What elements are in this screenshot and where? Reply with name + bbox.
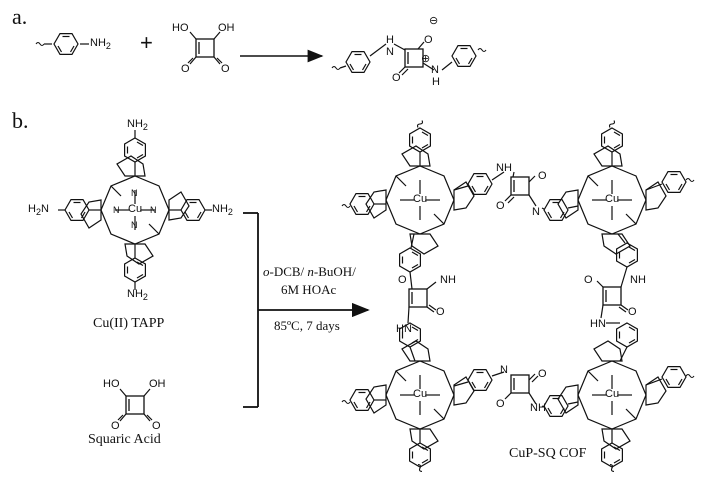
- cu-tapp-structure: [58, 130, 212, 290]
- cof-cu-bottom-left: Cu: [413, 388, 428, 400]
- cof-bottom-n: N: [500, 364, 508, 376]
- tapp-nh2-top: NH2: [127, 118, 148, 133]
- condition-solvents: o-DCB/ n-BuOH/: [263, 264, 356, 279]
- cof-caption: CuP-SQ COF: [509, 446, 587, 461]
- panel-a-product-h: H: [386, 34, 394, 46]
- cof-right-o: O: [584, 274, 593, 286]
- tapp-cu-center: Cu: [128, 203, 143, 215]
- panel-a-o-right: O: [221, 63, 230, 75]
- cof-left-nh: NH: [440, 274, 456, 286]
- condition-acid: 6M HOAc: [281, 282, 337, 297]
- panel-a-product-n-bottom: N: [431, 64, 439, 76]
- panel-a-o-left: O: [181, 63, 190, 75]
- tapp-n-bottom: N: [131, 220, 138, 230]
- tapp-n-top: N: [131, 188, 138, 198]
- tapp-nh2-right: NH2: [212, 203, 233, 218]
- tapp-h2n-left: H2N: [28, 203, 49, 218]
- cof-top-nh: NH: [496, 162, 512, 174]
- squaric-acid-structure: [117, 388, 153, 422]
- cof-left-hn: HN: [396, 323, 412, 335]
- panel-a-product-o-top: O: [424, 34, 433, 46]
- panel-a-oh: OH: [218, 22, 235, 34]
- panel-a-ho: HO: [172, 22, 189, 34]
- cof-left-o: O: [436, 306, 445, 318]
- condition-temperature-time: 85ºC, 7 days: [274, 318, 340, 333]
- cof-top-n-plus: N: [532, 206, 540, 218]
- panel-a-plus-charge: ⊕: [421, 53, 431, 65]
- cof-cu-top-right: Cu: [605, 193, 620, 205]
- panel-a-minus-charge: ⊖: [429, 15, 439, 27]
- tapp-nh2-bottom: NH2: [127, 288, 148, 303]
- cof-top-o-minus: O: [538, 170, 547, 182]
- panel-a-plus-sign: +: [140, 30, 153, 55]
- panel-a-product-o-bottom: O: [392, 72, 401, 84]
- tapp-caption: Cu(II) TAPP: [93, 316, 165, 331]
- sqa-oh: OH: [149, 378, 166, 390]
- panel-a-product-h-bottom: H: [432, 76, 440, 88]
- panel-a-squaric-acid: [187, 31, 223, 65]
- panel-a-reactant-amine: [35, 32, 89, 56]
- cof-bottom-o-minus: O: [496, 398, 505, 410]
- cof-top-o: O: [496, 200, 505, 212]
- panel-a-amine-nh: NH2: [90, 37, 111, 52]
- cof-right-o-bottom: O: [628, 306, 637, 318]
- panel-b-label: b.: [12, 108, 29, 133]
- panel-a-product: [331, 41, 487, 76]
- cof-network-structure: [341, 119, 695, 473]
- sqa-o-left: O: [111, 420, 120, 432]
- cof-bottom-nh: NH: [530, 402, 546, 414]
- cof-cu-top-left: Cu: [413, 193, 428, 205]
- sqa-o-right: O: [152, 420, 161, 432]
- tapp-n-right: N: [150, 205, 157, 215]
- cof-right-nh: NH: [630, 274, 646, 286]
- cof-bottom-o: O: [538, 368, 547, 380]
- squaric-acid-caption: Squaric Acid: [88, 432, 161, 447]
- panel-a-product-n-top: N: [386, 46, 394, 58]
- cof-cu-bottom-right: Cu: [605, 388, 620, 400]
- reaction-bracket: [243, 212, 370, 408]
- tapp-n-left: N: [113, 205, 120, 215]
- cof-left-o-top: O: [398, 274, 407, 286]
- sqa-ho: HO: [103, 378, 120, 390]
- cof-right-hn: HN: [590, 318, 606, 330]
- panel-a-label: a.: [12, 4, 28, 29]
